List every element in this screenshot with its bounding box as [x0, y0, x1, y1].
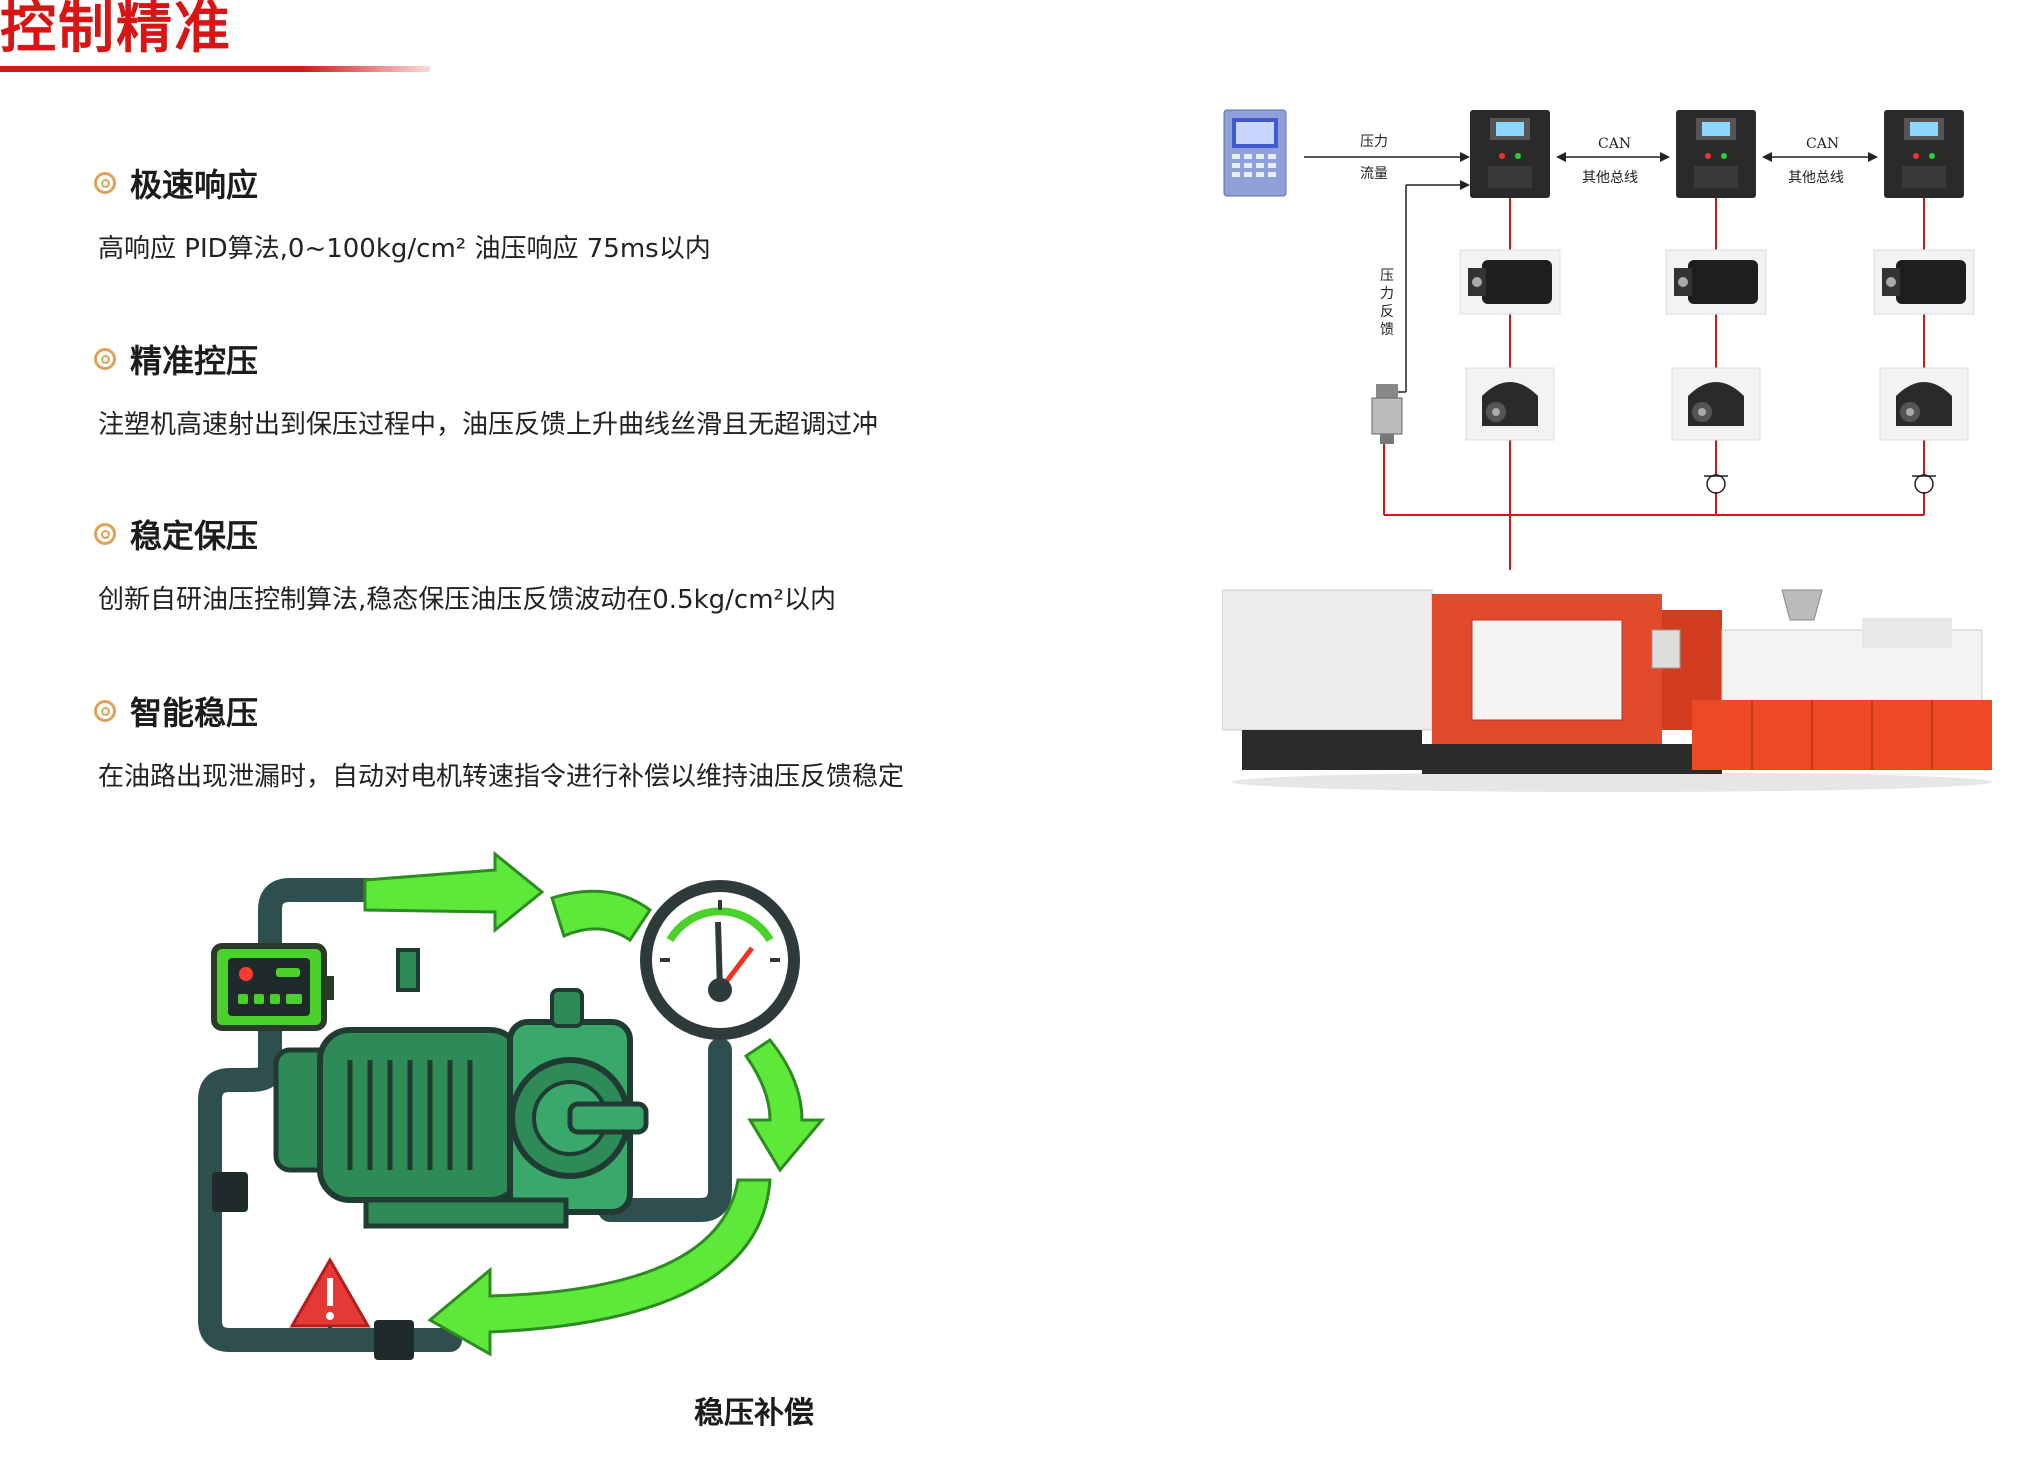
bullet-icon — [94, 523, 116, 545]
label-can: CAN — [1806, 136, 1839, 152]
feature-fast-response: 极速响应 高响应 PID算法,0~100kg/cm² 油压响应 75ms以内 — [94, 160, 711, 265]
hydraulic-pump-icon — [1465, 367, 1555, 441]
hydraulic-pump-icon — [1879, 367, 1969, 441]
servo-motor-icon — [1459, 249, 1561, 315]
pressure-gauge-icon — [640, 880, 800, 1040]
servo-drive-icon — [1884, 110, 1964, 198]
flow-arrow-icon — [743, 1037, 826, 1173]
svg-text:压: 压 — [1380, 268, 1394, 284]
svg-text:力: 力 — [1380, 286, 1394, 302]
pressure-sensor-icon — [1371, 384, 1403, 444]
feature-desc: 高响应 PID算法,0~100kg/cm² 油压响应 75ms以内 — [98, 234, 711, 264]
bullet-icon — [94, 172, 116, 194]
label-pressure-feedback: 压 力 反 馈 — [1380, 268, 1394, 338]
servo-drive-icon — [1676, 110, 1756, 198]
feature-title: 稳定保压 — [130, 517, 259, 555]
controller-icon — [211, 943, 334, 1031]
feature-precise-pressure: 精准控压 注塑机高速射出到保压过程中，油压反馈上升曲线丝滑且无超调过冲 — [94, 336, 878, 441]
label-other-bus: 其他总线 — [1582, 170, 1638, 186]
flow-arrow-icon — [363, 850, 545, 934]
bullet-icon — [94, 348, 116, 370]
label-can: CAN — [1598, 136, 1631, 152]
label-pressure: 压力 — [1360, 134, 1388, 150]
feature-title: 极速响应 — [130, 166, 259, 204]
servo-drive-icon — [1470, 110, 1550, 198]
bullet-icon — [94, 700, 116, 722]
system-diagram: 压力 流量 压 力 反 馈 CAN 其他总线 CAN 其他总线 — [1223, 109, 1975, 570]
feature-desc: 注塑机高速射出到保压过程中，油压反馈上升曲线丝滑且无超调过冲 — [98, 410, 879, 440]
electric-motor-icon — [273, 948, 649, 1229]
feature-stable-hold: 稳定保压 创新自研油压控制算法,稳态保压油压反馈波动在0.5kg/cm²以内 — [94, 511, 836, 616]
warning-icon — [289, 1256, 371, 1342]
servo-motor-icon — [1873, 249, 1975, 315]
flow-arrow-icon — [550, 889, 653, 943]
label-other-bus: 其他总线 — [1788, 170, 1844, 186]
feature-smart-stabilize: 智能稳压 在油路出现泄漏时，自动对电机转速指令进行补偿以维持油压反馈稳定 — [94, 688, 904, 793]
flow-arrow-icon — [427, 1178, 772, 1357]
pressure-compensation-illustration — [198, 850, 826, 1360]
feature-desc: 创新自研油压控制算法,稳态保压油压反馈波动在0.5kg/cm²以内 — [98, 585, 836, 615]
illustration-caption: 稳压补偿 — [694, 1396, 814, 1431]
feature-desc: 在油路出现泄漏时，自动对电机转速指令进行补偿以维持油压反馈稳定 — [98, 762, 905, 792]
check-valve-icon — [1912, 474, 1936, 494]
title-underline — [0, 66, 430, 72]
svg-text:反: 反 — [1380, 304, 1394, 320]
injection-molding-machine-image — [1222, 589, 1992, 792]
feature-title: 精准控压 — [130, 342, 259, 380]
feature-title: 智能稳压 — [130, 694, 259, 732]
page-title: 控制精准 — [0, 0, 232, 61]
svg-text:馈: 馈 — [1380, 322, 1394, 338]
pipe-coupling-icon — [374, 1320, 414, 1360]
servo-motor-icon — [1665, 249, 1767, 315]
label-flow: 流量 — [1360, 166, 1388, 182]
check-valve-icon — [1704, 474, 1728, 494]
hydraulic-pump-icon — [1671, 367, 1761, 441]
hmi-controller-icon — [1223, 109, 1287, 197]
pipe-coupling-icon — [212, 1172, 248, 1212]
